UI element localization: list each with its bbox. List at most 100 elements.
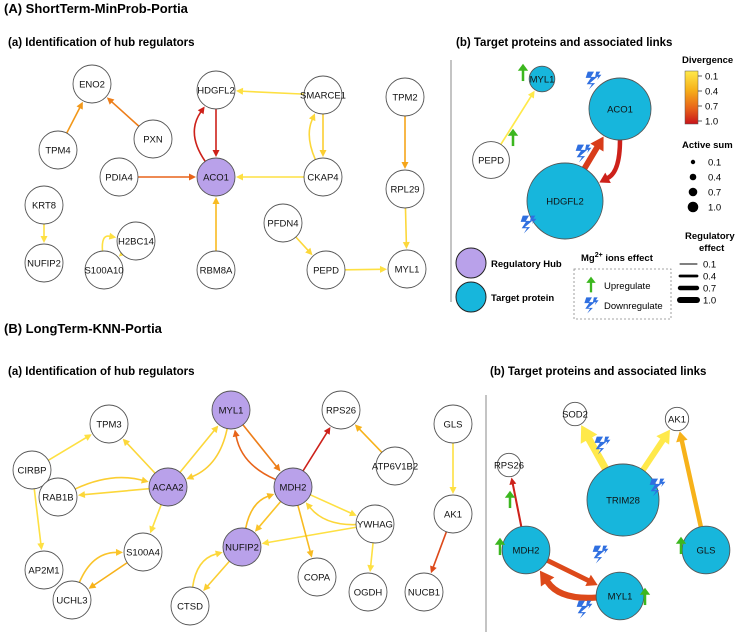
- node-tpm2: TPM2: [385, 77, 425, 117]
- node-tpm3: TPM3: [89, 404, 129, 444]
- node-label: PXN: [143, 135, 163, 146]
- node-label: ENO2: [79, 80, 105, 91]
- node-uchl3: UCHL3: [52, 580, 92, 620]
- node-label: NUFIP2: [27, 259, 61, 270]
- edge-uchl3-to-s100a4: [78, 548, 124, 584]
- node-label: ACO1: [203, 173, 229, 184]
- upregulate-arrow-icon: [675, 536, 687, 555]
- edge-cirbp-to-ap2m1: [33, 488, 45, 551]
- node-label: ATP6V1B2: [372, 462, 418, 473]
- edge-hdgfl2-to-aco1: [581, 136, 604, 172]
- edge-ctsd-to-nufip2: [191, 550, 223, 588]
- node-label: GLS: [443, 420, 462, 431]
- node-h2bc14: H2BC14: [116, 221, 156, 261]
- section-b-title: (B) LongTerm-KNN-Portia: [4, 321, 163, 336]
- node-label: COPA: [304, 573, 331, 584]
- edge-gls-to-ak1: [449, 442, 457, 494]
- downregulate-bolt-icon: [649, 478, 666, 497]
- node-smarce1: SMARCE1: [300, 75, 346, 115]
- upregulate-arrow-icon: [507, 128, 519, 147]
- node-rps26: RPS26: [321, 390, 361, 430]
- edge-mdh2-to-myl1: [232, 429, 277, 481]
- node-ak1: AK1: [433, 494, 473, 534]
- legend-upregulate-label: Upregulate: [604, 281, 650, 292]
- edge-layer: [40, 87, 410, 273]
- edge-layer: [509, 425, 704, 601]
- edge-mdh2-to-rps26: [509, 477, 523, 528]
- node-label: PEPD: [313, 266, 339, 277]
- node-label: S100A4: [126, 548, 160, 559]
- legend-mg-effect: Mg2+ ions effect Upregulate Downregulate: [573, 252, 672, 320]
- edge-acaa2-to-tpm3: [122, 438, 156, 474]
- edge-ywhag-to-mdh2: [305, 502, 357, 526]
- node-label: NUCB1: [408, 588, 440, 599]
- edge-ywhag-to-nufip2: [261, 526, 358, 546]
- edge-s100a4-to-uchl3: [88, 561, 129, 589]
- node-label: MYL1: [608, 592, 633, 603]
- downregulate-bolt-icon: [584, 297, 599, 314]
- edge-acaa2-to-rab1b: [77, 487, 150, 499]
- active-sum-label: 0.1: [708, 158, 721, 169]
- node-tpm4: TPM4: [38, 130, 78, 170]
- node-label: AK1: [668, 415, 686, 426]
- downregulate-bolt-icon: [575, 144, 592, 163]
- node-mdh2: MDH2: [273, 467, 313, 507]
- legend-target-swatch: [455, 281, 487, 313]
- node-label: YWHAG: [357, 520, 393, 531]
- node-myl1: MYL1: [528, 65, 556, 93]
- edge-gls-to-ak1: [676, 431, 704, 529]
- divergence-tick-label: 0.1: [705, 72, 718, 83]
- downregulate-bolt-icon: [585, 71, 602, 90]
- node-label: ACAA2: [152, 483, 183, 494]
- regulatory-effect-label: 0.7: [703, 284, 716, 295]
- node-myl1: MYL1: [211, 390, 251, 430]
- node-label: MDH2: [280, 483, 307, 494]
- node-label: TPM3: [96, 420, 121, 431]
- active-sum-dot: [688, 187, 698, 197]
- legend-mg-box: [573, 268, 672, 320]
- edge-mdh2-to-ywhag: [309, 494, 357, 517]
- divergence-colorbar: [684, 70, 699, 125]
- node-gls: GLS: [433, 404, 473, 444]
- legend-downregulate-label: Downregulate: [604, 301, 663, 312]
- active-sum-label: 0.7: [708, 188, 721, 199]
- node-hdgfl2: HDGFL2: [196, 70, 236, 110]
- node-s100a10: S100A10: [84, 250, 124, 290]
- active-sum-dot: [689, 173, 697, 181]
- downregulate-bolt-icon: [592, 545, 609, 564]
- node-aco1: ACO1: [588, 77, 652, 141]
- node-label: ACO1: [607, 105, 633, 116]
- node-label: OGDH: [354, 588, 383, 599]
- node-nufip2: NUFIP2: [24, 243, 64, 283]
- regulatory-effect-label: 0.4: [703, 272, 716, 283]
- edge-tpm4-to-eno2: [65, 101, 83, 134]
- edge-rab1b-to-acaa2: [74, 476, 149, 490]
- edge-pxn-to-eno2: [106, 97, 140, 128]
- node-cirbp: CIRBP: [12, 450, 52, 490]
- edge-aco1-to-hdgfl2: [599, 137, 623, 183]
- node-label: CTSD: [177, 602, 203, 613]
- node-ogdh: OGDH: [348, 572, 388, 612]
- active-sum-dot: [687, 201, 699, 213]
- upregulate-arrow-icon: [494, 537, 506, 556]
- node-krt8: KRT8: [24, 185, 64, 225]
- section-a-panel-b-title: (b) Target proteins and associated links: [456, 37, 672, 49]
- node-hdgfl2: HDGFL2: [526, 162, 604, 240]
- divergence-tick-label: 1.0: [705, 117, 718, 128]
- node-rab1b: RAB1B: [38, 477, 78, 517]
- edge-aco1-to-hdgfl2: [193, 106, 207, 163]
- section-a-title: (A) ShortTerm-MinProb-Portia: [4, 1, 189, 16]
- edge-pdia4-to-aco1: [137, 173, 196, 181]
- node-rbm8a: RBM8A: [196, 250, 236, 290]
- node-rps26: RPS26: [494, 452, 524, 478]
- regulatory-effect-label: 0.1: [703, 260, 716, 271]
- node-label: RPS26: [326, 406, 356, 417]
- edge-mdh2-to-myl1: [544, 558, 598, 587]
- node-ak1: AK1: [664, 406, 690, 432]
- edge-trim28-to-sod2: [580, 425, 610, 473]
- node-gls: GLS: [681, 525, 731, 575]
- node-ap2m1: AP2M1: [24, 550, 64, 590]
- legend-divergence-title: Divergence: [682, 55, 733, 66]
